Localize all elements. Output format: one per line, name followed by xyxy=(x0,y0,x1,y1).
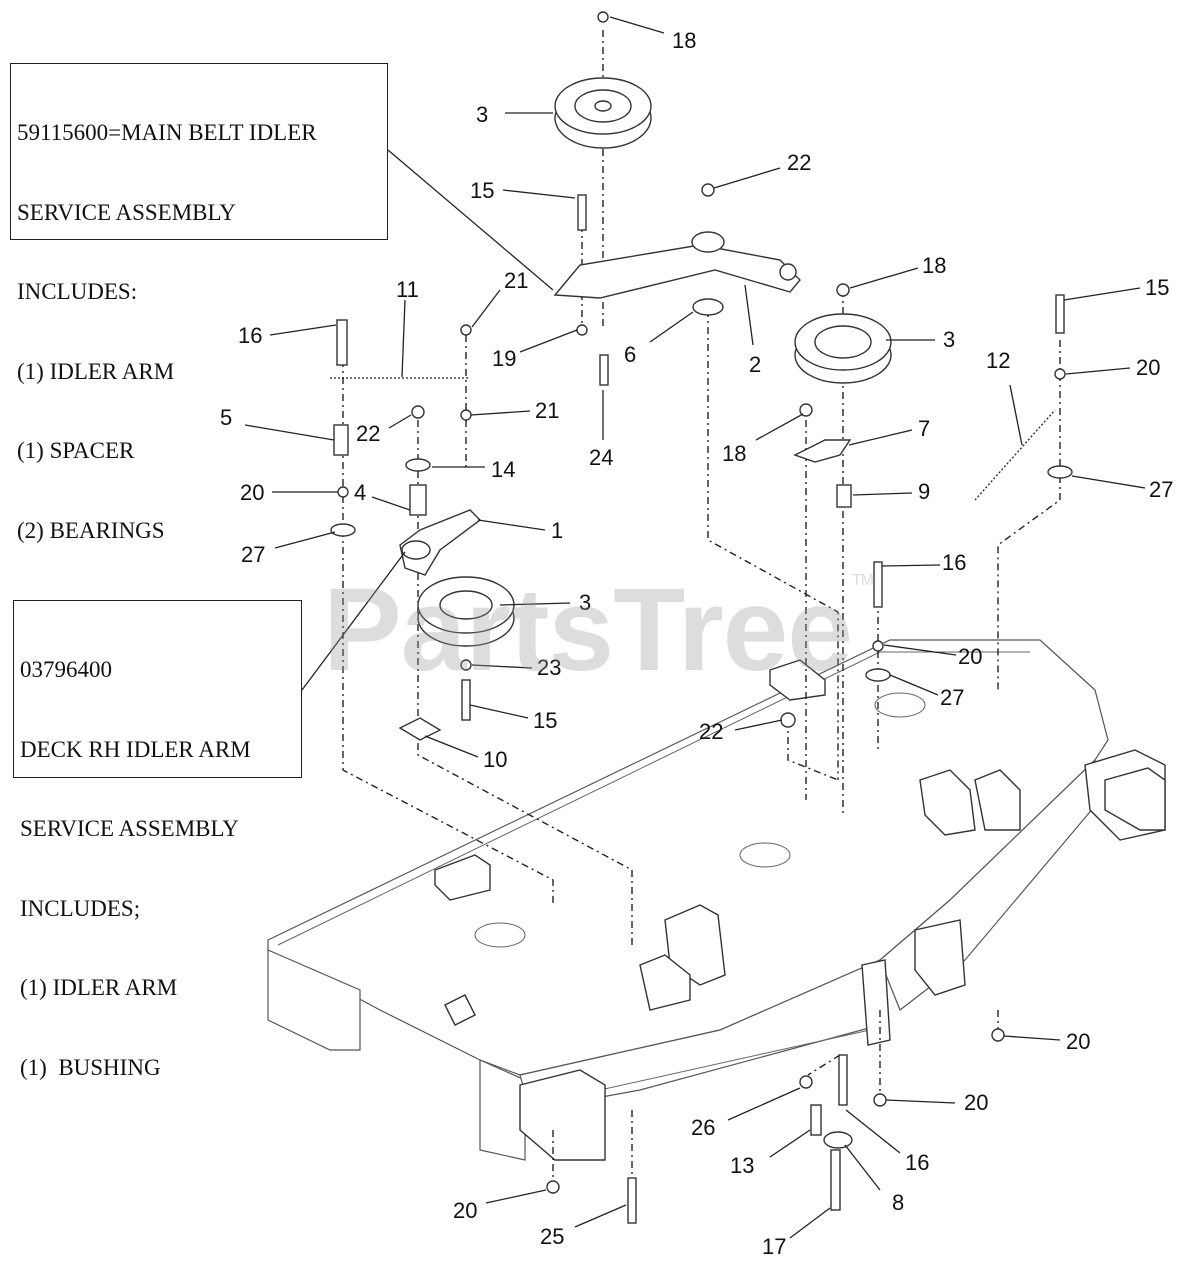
main-belt-idler-note: 59115600=MAIN BELT IDLER SERVICE ASSEMBL… xyxy=(10,63,388,543)
watermark-tm: TM xyxy=(851,572,874,589)
callout-number: 3 xyxy=(943,327,955,352)
callout-number: 9 xyxy=(918,479,930,504)
deck-rh-idler-note: 03796400 DECK RH IDLER ARM SERVICE ASSEM… xyxy=(13,600,302,1080)
callout-number: 25 xyxy=(540,1224,564,1249)
callout-number: 16 xyxy=(905,1150,929,1175)
callout-number: 27 xyxy=(1149,477,1173,502)
callout-number: 22 xyxy=(356,421,380,446)
callout-number: 7 xyxy=(918,416,930,441)
mower-deck xyxy=(267,639,1166,1161)
callout-number: 21 xyxy=(504,268,528,293)
note-line: DECK RH IDLER ARM xyxy=(20,736,251,762)
callout-number: 3 xyxy=(579,590,591,615)
callout-number: 17 xyxy=(762,1234,786,1259)
callout-number: 18 xyxy=(672,28,696,53)
callout-number: 18 xyxy=(922,253,946,278)
callout-number: 20 xyxy=(958,644,982,669)
note-line: SERVICE ASSEMBLY xyxy=(20,816,239,841)
note-line: (1) IDLER ARM xyxy=(17,358,175,384)
callout-number: 8 xyxy=(892,1190,904,1215)
callout-number: 12 xyxy=(986,348,1010,373)
callout-number: 24 xyxy=(589,445,613,470)
callout-number: 20 xyxy=(1136,355,1160,380)
callout-number: 14 xyxy=(491,457,515,482)
note-line: (1) SPACER xyxy=(17,438,135,463)
callout-number: 19 xyxy=(492,346,516,371)
callout-number: 22 xyxy=(699,719,723,744)
note-line: (1) BUSHING xyxy=(20,1054,161,1080)
note-line: 03796400 xyxy=(20,657,112,682)
callout-number: 3 xyxy=(476,102,488,127)
callout-number: 4 xyxy=(354,480,366,505)
note-line: INCLUDES: xyxy=(17,279,138,304)
callout-number: 23 xyxy=(537,655,561,680)
callout-number: 1 xyxy=(551,518,563,543)
callout-number: 16 xyxy=(942,550,966,575)
callout-number: 22 xyxy=(787,150,811,175)
note-line: 59115600=MAIN BELT IDLER xyxy=(17,120,317,145)
callout-number: 2 xyxy=(749,352,761,377)
note-line: INCLUDES; xyxy=(20,895,141,921)
note-line: (1) IDLER ARM xyxy=(20,975,178,1000)
callout-number: 15 xyxy=(1145,275,1169,300)
callout-number: 10 xyxy=(483,747,507,772)
watermark-text: PartsTree xyxy=(322,564,853,696)
callout-number: 5 xyxy=(220,405,232,430)
callout-number: 18 xyxy=(722,441,746,466)
callout-number: 6 xyxy=(624,342,636,367)
watermark: PartsTreeTM xyxy=(0,562,1196,698)
callout-number: 27 xyxy=(940,685,964,710)
callout-number: 11 xyxy=(396,277,419,302)
note-line: SERVICE ASSEMBLY xyxy=(17,199,236,225)
callout-number: 15 xyxy=(533,708,557,733)
callout-number: 27 xyxy=(241,542,265,567)
callout-number: 20 xyxy=(1066,1029,1090,1054)
callout-number: 20 xyxy=(964,1090,988,1115)
note-line: (2) BEARINGS xyxy=(17,517,165,543)
callout-number: 20 xyxy=(453,1198,477,1223)
callout-number: 15 xyxy=(470,178,494,203)
callout-number: 13 xyxy=(730,1153,754,1178)
callout-number: 16 xyxy=(238,323,262,348)
callout-number: 21 xyxy=(535,398,559,423)
parts xyxy=(330,11,1073,1224)
callout-number: 26 xyxy=(691,1115,715,1140)
leader-lines xyxy=(244,16,1146,1239)
callout-number: 20 xyxy=(240,480,264,505)
